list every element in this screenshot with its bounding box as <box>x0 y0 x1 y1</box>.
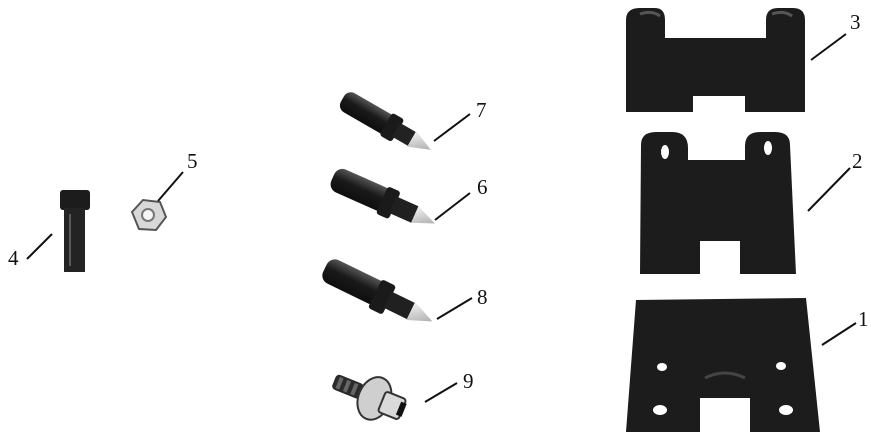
pin-part-8 <box>318 255 440 336</box>
plate-part-1 <box>626 298 820 432</box>
pin-part-7 <box>336 88 437 162</box>
callout-4: 4 <box>8 248 19 269</box>
callout-2: 2 <box>852 151 863 172</box>
callout-3: 3 <box>850 12 861 33</box>
plate-part-3 <box>626 8 805 112</box>
stud-part <box>325 362 412 431</box>
callout-7: 7 <box>476 100 487 121</box>
callout-1: 1 <box>858 309 869 330</box>
callout-8: 8 <box>477 287 488 308</box>
hex-nut-part <box>132 200 166 230</box>
callout-9: 9 <box>463 371 474 392</box>
callout-6: 6 <box>477 177 488 198</box>
plate-part-2 <box>640 132 796 274</box>
callout-5: 5 <box>187 151 198 172</box>
bolt-part <box>60 190 90 272</box>
pin-part-6 <box>326 164 441 237</box>
